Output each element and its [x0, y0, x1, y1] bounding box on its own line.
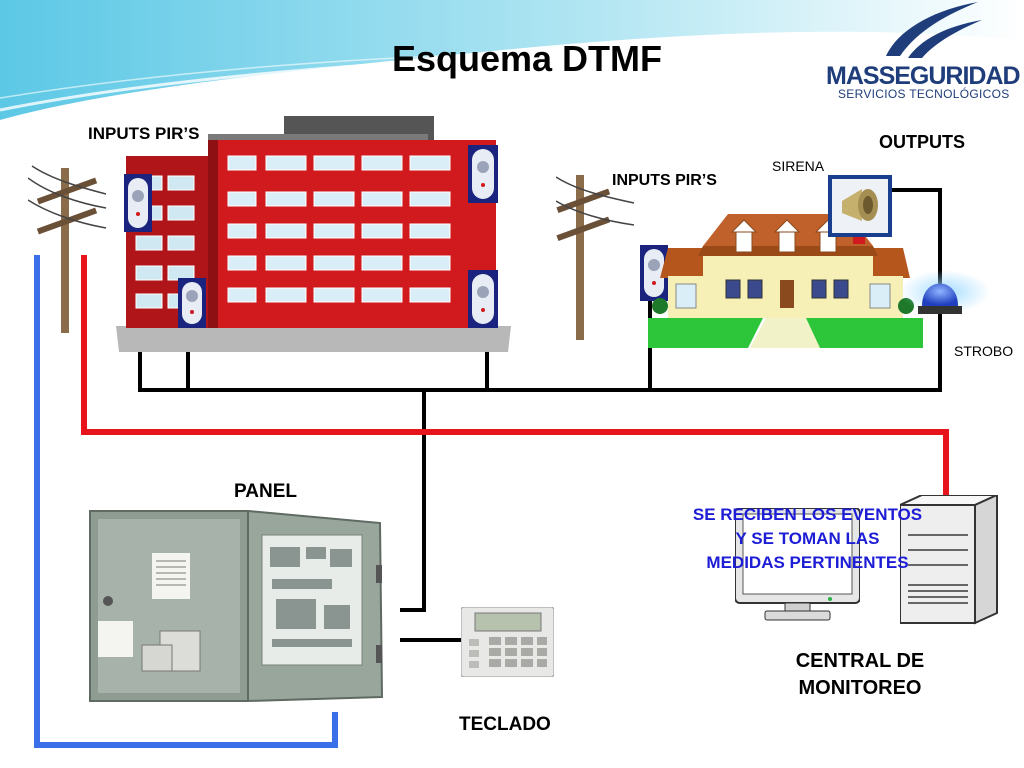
- house-icon: [648, 214, 923, 348]
- office-building-icon: [116, 116, 511, 352]
- logo-brand-mas: MAS: [826, 62, 880, 90]
- pir-sensor-icon: [468, 270, 498, 328]
- label-outputs: OUTPUTS: [879, 132, 966, 152]
- monitoring-message-line: Y SE TOMAN LAS: [735, 529, 880, 548]
- pir-sensor-icon: [468, 145, 498, 203]
- pir-sensor-icon: [178, 278, 206, 328]
- monitoring-message-line: SE RECIBEN LOS EVENTOS: [692, 505, 923, 524]
- phone-line-blue: [34, 255, 338, 748]
- label-inputs-pir-house: INPUTS PIR’S: [612, 172, 717, 189]
- label-inputs-pir-building: INPUTS PIR’S: [88, 124, 200, 143]
- logo-tagline: SERVICIOS TECNOLÓGICOS: [838, 87, 1010, 101]
- pir-sensor-icon: [124, 174, 152, 232]
- monitoring-message-line: MEDIDAS PERTINENTES: [706, 553, 909, 572]
- logo-wordmark: MASSEGURIDAD: [826, 62, 1021, 91]
- header-background: [0, 0, 1024, 120]
- computer-monitor-icon: [735, 508, 860, 621]
- label-panel: PANEL: [234, 481, 297, 502]
- strobe-light-icon: [900, 270, 990, 314]
- tower-pc-icon: [900, 495, 998, 625]
- alarm-panel-icon: [89, 509, 384, 703]
- label-teclado: TECLADO: [459, 714, 551, 735]
- label-central-line: MONITOREO: [798, 677, 922, 699]
- logo-swoosh-icon: [886, 2, 982, 58]
- label-strobo: STROBO: [954, 343, 1014, 359]
- label-sirena: SIRENA: [772, 158, 825, 174]
- siren-icon: [828, 175, 892, 237]
- page-title: Esquema DTMF: [391, 38, 663, 79]
- label-central-monitoreo: CENTRAL DE MONITOREO: [760, 648, 960, 702]
- utility-pole-icon: [28, 165, 107, 333]
- monitoring-message: SE RECIBEN LOS EVENTOS Y SE TOMAN LAS ME…: [640, 503, 975, 575]
- label-central-line: CENTRAL DE: [795, 650, 925, 672]
- logo-brand-seguridad: SEGURIDAD: [878, 62, 1021, 90]
- utility-pole-icon: [556, 175, 635, 340]
- phone-line-red: [81, 255, 949, 505]
- keypad-icon: [461, 607, 554, 677]
